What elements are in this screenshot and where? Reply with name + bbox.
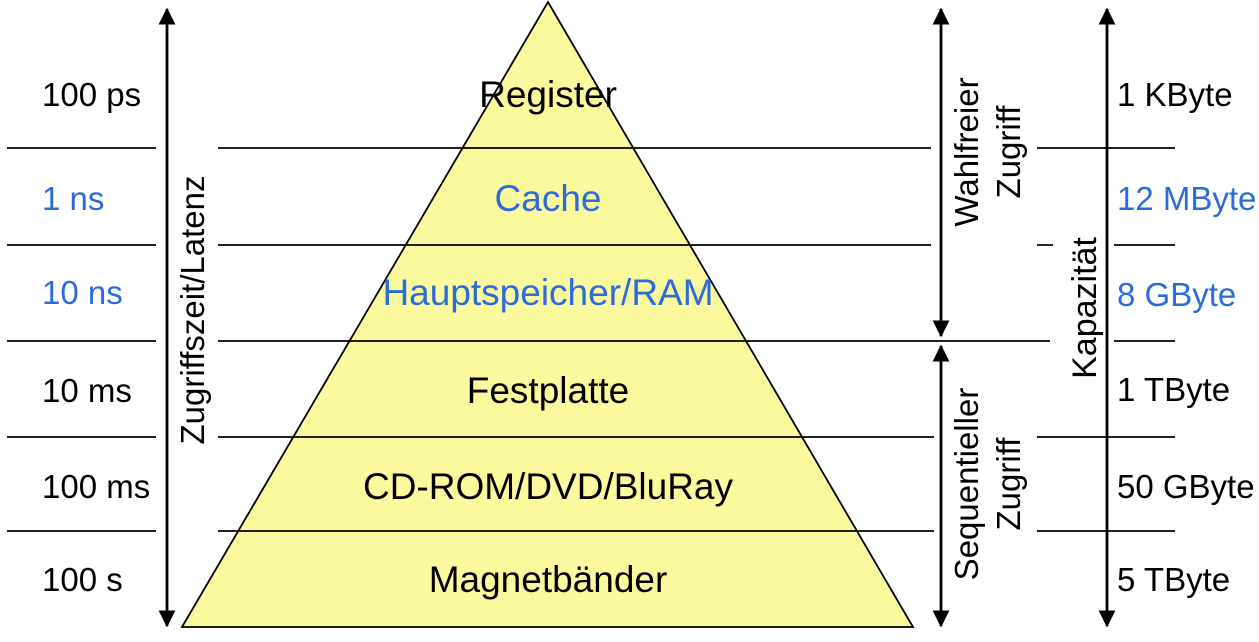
level-label-tape: Magnetbänder bbox=[428, 559, 668, 600]
latency-value-cd: 100 ms bbox=[42, 468, 151, 505]
level-label-register: Register bbox=[479, 74, 617, 115]
latency-value-ram: 10 ns bbox=[42, 274, 123, 311]
capacity-value-register: 1 KByte bbox=[1117, 76, 1233, 113]
random-access-label: Wahlfreier Zugriff bbox=[946, 77, 1030, 226]
capacity-value-cache: 12 MByte bbox=[1117, 180, 1257, 217]
capacity-value-tape: 5 TByte bbox=[1117, 561, 1231, 598]
random-access-label-line2: Zugriff bbox=[990, 105, 1027, 199]
sequential-access-label-line2: Zugriff bbox=[990, 437, 1027, 531]
latency-value-tape: 100 s bbox=[42, 561, 123, 598]
capacity-value-cd: 50 GByte bbox=[1117, 468, 1255, 505]
latency-value-register: 100 ps bbox=[42, 76, 142, 113]
level-label-festplatte: Festplatte bbox=[466, 370, 630, 411]
level-label-cd: CD-ROM/DVD/BluRay bbox=[362, 466, 734, 507]
capacity-value-festplatte: 1 TByte bbox=[1117, 371, 1231, 408]
random-access-label-line1: Wahlfreier bbox=[947, 77, 985, 227]
level-label-ram: Hauptspeicher/RAM bbox=[382, 272, 714, 313]
capacity-axis-label: Kapazität bbox=[1066, 237, 1105, 379]
capacity-value-ram: 8 GByte bbox=[1117, 276, 1237, 313]
latency-value-cache: 1 ns bbox=[42, 180, 105, 217]
latency-value-festplatte: 10 ms bbox=[42, 372, 132, 409]
sequential-access-label: Sequentieller Zugriff bbox=[946, 388, 1030, 581]
sequential-access-label-line1: Sequentieller bbox=[947, 387, 985, 581]
latency-axis-label: Zugriffszeit/Latenz bbox=[173, 175, 211, 445]
level-label-cache: Cache bbox=[494, 178, 602, 219]
pyramid-shape bbox=[180, 0, 915, 628]
